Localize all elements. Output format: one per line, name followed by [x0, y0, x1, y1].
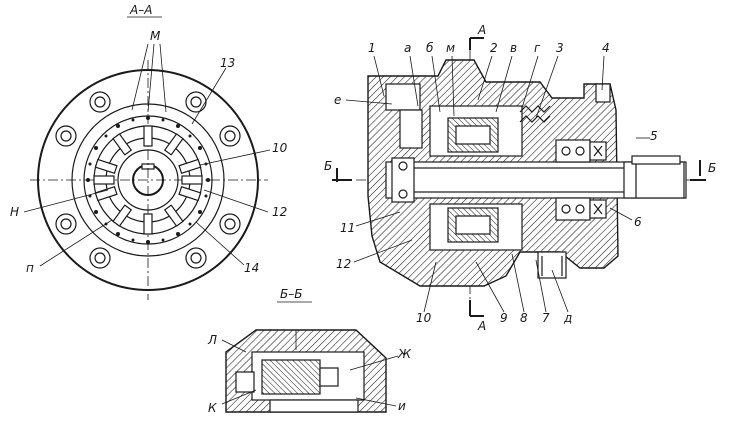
- bearing-right-bottom: [555, 197, 591, 221]
- radial-pistons: [93, 125, 203, 235]
- section-bb-title: Б–Б: [280, 287, 302, 301]
- label-aa-10: 10: [272, 141, 288, 155]
- label-bb-l: Л: [207, 333, 217, 347]
- mark-a-bottom: А: [477, 319, 486, 333]
- label-v: в: [510, 41, 517, 55]
- label-8: 8: [520, 311, 528, 325]
- mark-a-top: А: [477, 23, 486, 37]
- section-aa-view: А–А: [10, 3, 288, 300]
- label-5: 5: [650, 129, 658, 143]
- bearing-left: [391, 157, 415, 203]
- label-b: б: [426, 41, 434, 55]
- label-aa-13: 13: [220, 56, 235, 70]
- label-11: 11: [340, 221, 355, 235]
- label-d: д: [563, 311, 572, 325]
- shaft-end: [623, 161, 685, 199]
- section-aa-title: А–А: [129, 3, 152, 17]
- label-12: 12: [336, 257, 351, 271]
- label-aa-m: М: [150, 29, 161, 43]
- label-7: 7: [542, 311, 550, 325]
- label-bb-i: и: [398, 399, 406, 413]
- mark-b-left: Б: [324, 159, 332, 173]
- label-e: е: [334, 93, 341, 107]
- label-bb-zh: Ж: [397, 347, 412, 361]
- label-aa-h: Н: [10, 205, 19, 219]
- label-3: 3: [556, 41, 564, 55]
- label-aa-p: п: [26, 261, 34, 275]
- spring: [519, 105, 551, 113]
- flange-bolt-holes: [55, 91, 241, 269]
- label-1: 1: [368, 41, 376, 55]
- bearing-right-top: [555, 139, 591, 163]
- label-bb-k: К: [208, 401, 217, 415]
- label-4: 4: [602, 41, 610, 55]
- inlet-port: [385, 83, 421, 111]
- label-a: а: [404, 41, 411, 55]
- shaft: [407, 167, 633, 193]
- label-10: 10: [416, 311, 432, 325]
- mark-b-right: Б: [708, 161, 716, 175]
- port-dots: [86, 116, 210, 244]
- label-6: 6: [634, 215, 642, 229]
- label-2: 2: [490, 41, 498, 55]
- label-m: м: [446, 41, 455, 55]
- main-section-view: А А Б Б: [324, 23, 716, 333]
- label-g: г: [534, 41, 541, 55]
- outlet-port: [537, 251, 567, 279]
- section-bb-view: Б–Б Л Ж К и: [207, 287, 412, 415]
- label-9: 9: [500, 311, 508, 325]
- label-aa-12: 12: [272, 205, 287, 219]
- label-aa-14: 14: [244, 261, 259, 275]
